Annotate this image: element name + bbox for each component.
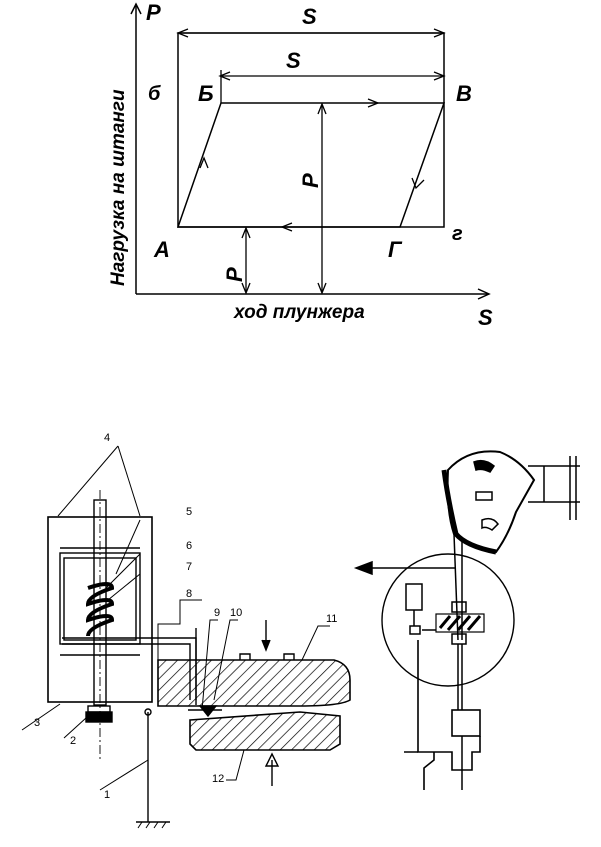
point-b-label: Б [198,81,214,106]
cycle-parallelogram [176,102,446,228]
part-number: 2 [70,735,76,747]
corner-g-label: г [452,223,463,245]
part-number: 10 [230,607,242,619]
part-number: 3 [34,717,40,729]
axis-y-label: P [146,0,161,25]
point-a-label: А [153,237,170,262]
nut [85,711,113,723]
part-number: 1 [104,789,110,801]
point-g-label: Г [388,237,403,262]
part-number: 12 [212,773,224,785]
part-number: 11 [326,613,337,625]
upper-block [157,659,351,707]
detail-circle [381,553,515,687]
y-axis-arrow [130,2,142,15]
part-number: 9 [214,607,220,619]
contact-pin [198,705,218,718]
stroke-label-top: S [302,4,317,29]
part-numbers: 1 2 3 4 5 6 7 8 9 10 11 12 [34,432,337,801]
cable [453,533,459,641]
point-v-label: В [456,81,472,106]
part-number: 7 [186,561,192,573]
load-label-mid: P [298,173,323,188]
x-axis-title: ход плунжера [233,302,365,323]
part-number: 5 [186,506,192,518]
part-number: 8 [186,588,192,600]
x-axis-arrow [477,288,491,300]
dynamometer-device [21,445,351,829]
pumping-unit [353,450,580,790]
part-number: 6 [186,540,192,552]
indicator-diagram: P S S S Б В А Г б г P P ход плунжера Наг… [108,0,493,330]
axis-x-label: S [478,305,493,330]
spring [85,582,115,637]
outer-rectangle [177,32,445,228]
part-number: 4 [104,432,110,444]
load-label-low: P [222,267,247,282]
wellhead [417,640,481,790]
stroke-label-inner: S [286,48,301,73]
corner-b-label: б [148,83,161,105]
y-axis-title: Нагрузка на штанги [108,89,129,286]
lower-block [189,711,341,751]
